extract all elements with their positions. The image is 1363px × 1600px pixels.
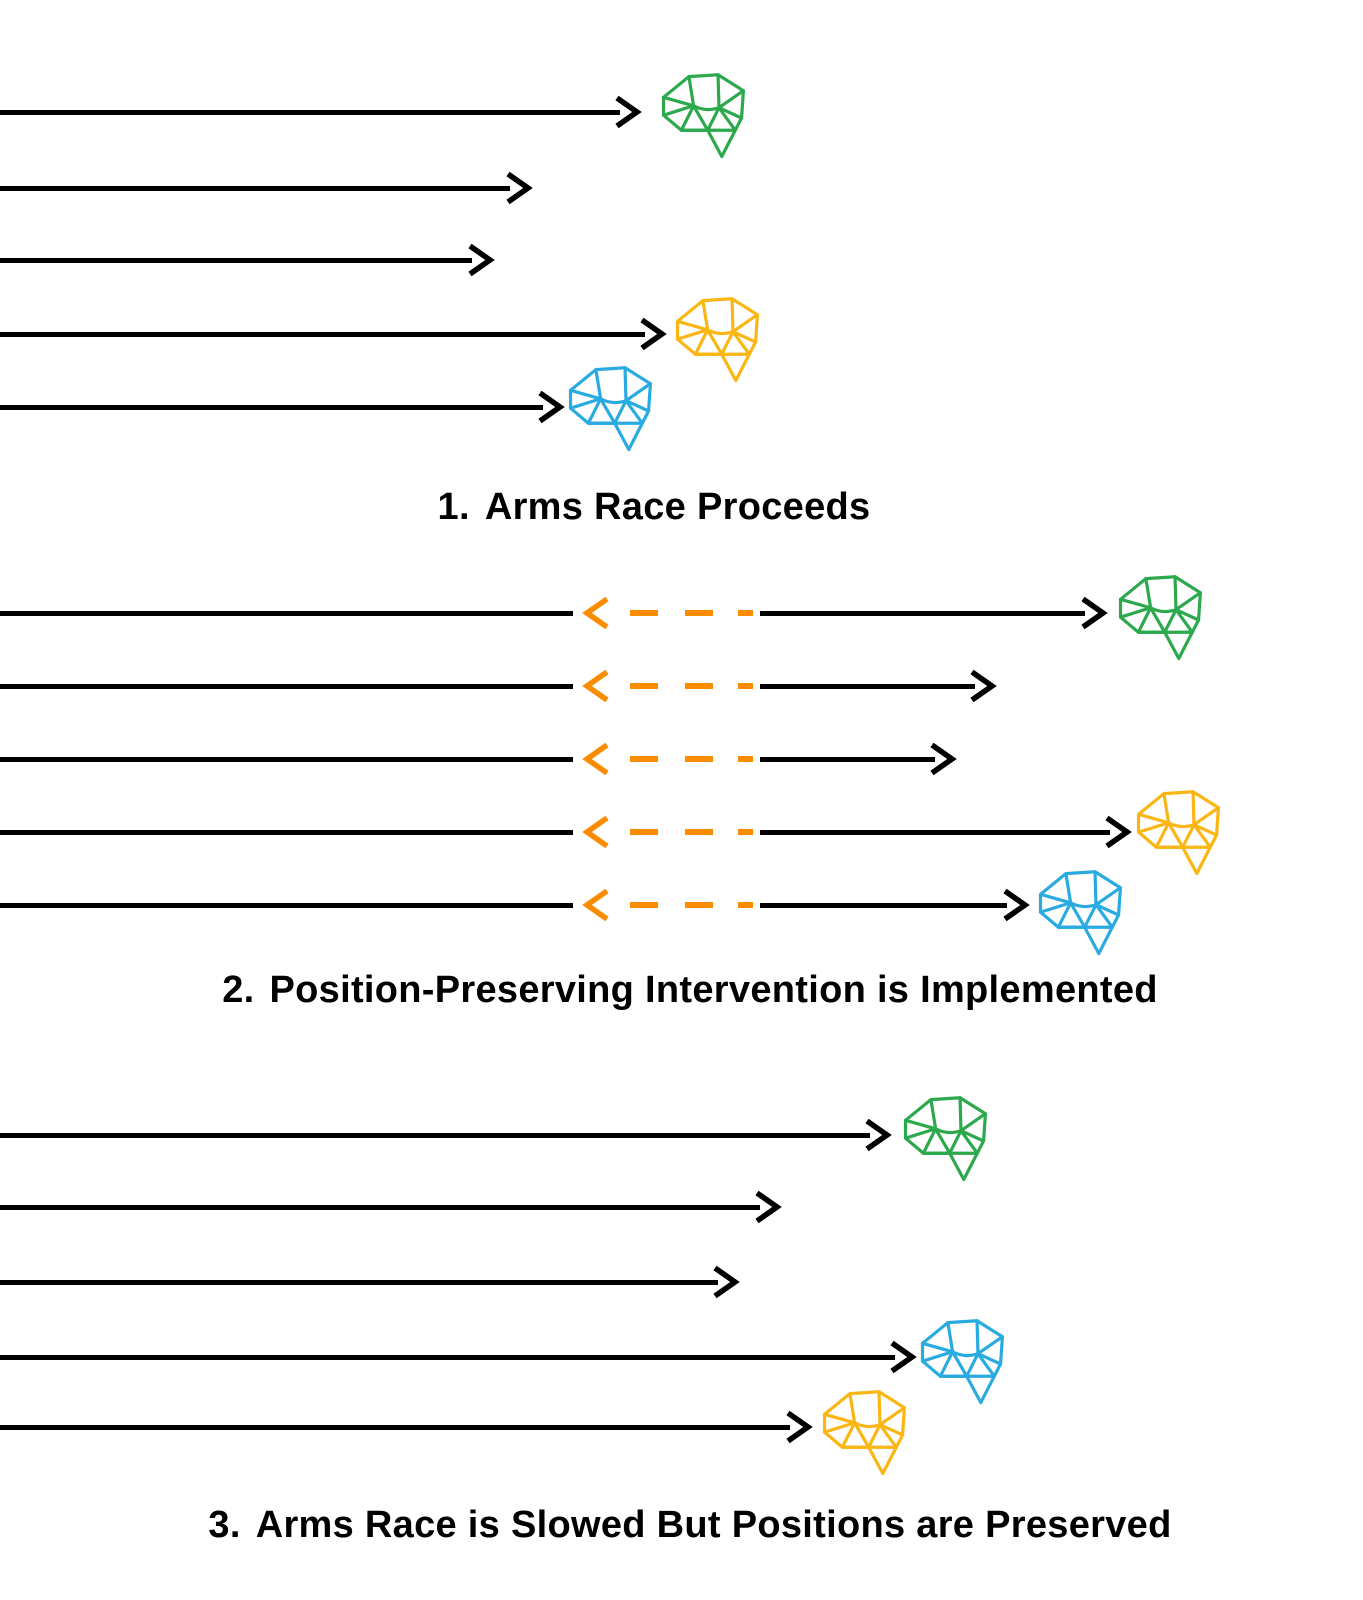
arrowhead-icon: [465, 242, 495, 278]
intervention-dash: [685, 829, 713, 835]
brain-icon-blue: [1030, 868, 1130, 962]
brain-icon-yellow: [814, 1388, 914, 1482]
brain-icon-blue: [912, 1317, 1012, 1411]
arrowhead-icon: [862, 1117, 892, 1153]
race-line: [0, 829, 573, 835]
arrowhead-icon: [967, 668, 997, 704]
intervention-dash: [630, 683, 658, 689]
race-line: [0, 1354, 895, 1360]
race-line: [760, 902, 1007, 908]
intervention-dash: [685, 683, 713, 689]
arrowhead-icon: [1000, 887, 1030, 923]
intervention-dash: [738, 829, 753, 835]
intervention-arrowhead-icon: [582, 814, 612, 850]
intervention-dash: [685, 610, 713, 616]
intervention-dash: [738, 902, 753, 908]
brain-icon-green: [653, 71, 753, 165]
section-1-title: 1. Arms Race Proceeds: [438, 488, 871, 526]
section-2-number: 2.: [222, 969, 255, 1011]
race-line: [0, 185, 510, 191]
intervention-arrowhead-icon: [582, 741, 612, 777]
section-3-number: 3.: [208, 1504, 241, 1546]
brain-icon-green: [1110, 573, 1210, 667]
intervention-arrowhead-icon: [582, 887, 612, 923]
brain-icon-yellow: [1128, 788, 1228, 882]
arrowhead-icon: [535, 389, 565, 425]
arrowhead-icon: [752, 1189, 782, 1225]
intervention-dash: [738, 756, 753, 762]
arrowhead-icon: [1078, 595, 1108, 631]
section-1-label: Arms Race Proceeds: [484, 486, 871, 528]
race-line: [0, 1204, 760, 1210]
intervention-dash: [685, 902, 713, 908]
race-line: [0, 331, 645, 337]
race-line: [760, 610, 1085, 616]
intervention-dash: [685, 756, 713, 762]
section-2-label: Position-Preserving Intervention is Impl…: [269, 969, 1158, 1011]
race-line: [0, 683, 573, 689]
intervention-dash: [630, 829, 658, 835]
arrowhead-icon: [783, 1409, 813, 1445]
intervention-dash: [630, 756, 658, 762]
arrowhead-icon: [710, 1264, 740, 1300]
race-line: [0, 404, 543, 410]
brain-icon-yellow: [667, 295, 767, 389]
intervention-dash: [738, 610, 753, 616]
section-3-title: 3. Arms Race is Slowed But Positions are …: [208, 1506, 1171, 1544]
race-line: [0, 1132, 870, 1138]
section-2-title: 2. Position-Preserving Intervention is Im…: [222, 971, 1158, 1009]
intervention-dash: [738, 683, 753, 689]
race-line: [0, 610, 573, 616]
race-line: [760, 829, 1110, 835]
race-line: [0, 109, 620, 115]
race-line: [0, 1279, 718, 1285]
arrowhead-icon: [927, 741, 957, 777]
brain-icon-green: [895, 1094, 995, 1188]
arrowhead-icon: [1102, 814, 1132, 850]
arrowhead-icon: [637, 316, 667, 352]
race-line: [760, 756, 935, 762]
intervention-dash: [630, 902, 658, 908]
intervention-arrowhead-icon: [582, 595, 612, 631]
intervention-arrowhead-icon: [582, 668, 612, 704]
race-line: [0, 257, 472, 263]
intervention-dash: [630, 610, 658, 616]
arrowhead-icon: [503, 170, 533, 206]
race-line: [760, 683, 975, 689]
section-1-number: 1.: [437, 486, 470, 528]
brain-icon-blue: [560, 364, 660, 458]
race-line: [0, 756, 573, 762]
arrowhead-icon: [887, 1339, 917, 1375]
arrowhead-icon: [612, 94, 642, 130]
race-line: [0, 1424, 790, 1430]
section-3-label: Arms Race is Slowed But Positions are Pr…: [255, 1504, 1172, 1546]
race-line: [0, 902, 573, 908]
